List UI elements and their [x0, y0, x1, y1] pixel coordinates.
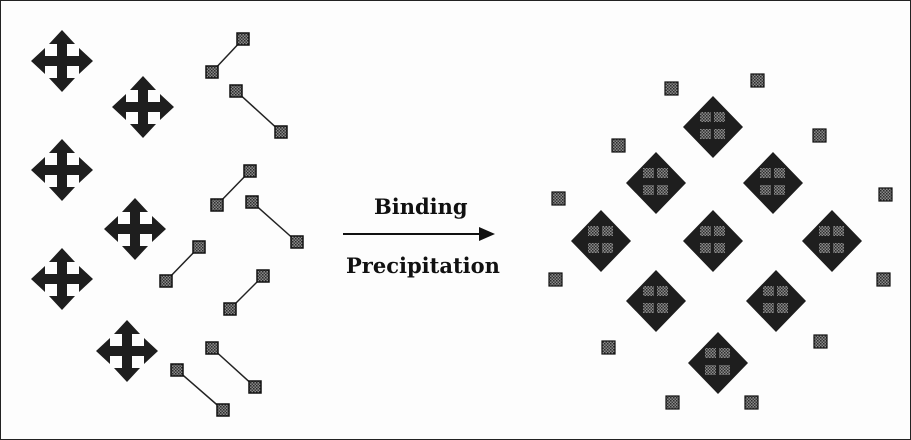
dumbbell-linker-icon	[170, 363, 230, 417]
antibody-group	[159, 32, 304, 417]
four-way-arrow-icon	[31, 248, 93, 310]
diamond-node-icon	[746, 270, 806, 332]
diamond-node-icon	[683, 96, 743, 158]
dumbbell-linker-icon	[210, 164, 257, 212]
diamond-node-icon	[743, 152, 803, 214]
four-way-arrow-icon	[31, 30, 93, 92]
diamond-node-icon	[683, 210, 743, 272]
four-way-arrow-icon	[112, 76, 174, 138]
dumbbell-linker-icon	[205, 341, 262, 394]
immune-complex	[548, 73, 893, 410]
dumbbell-linker-icon	[245, 195, 304, 249]
arrow-label-precipitation: Precipitation	[346, 253, 500, 278]
dumbbell-linker-icon	[159, 240, 206, 288]
dumbbell-linker-icon	[229, 84, 288, 139]
dumbbell-linker-icon	[205, 32, 250, 79]
reaction-arrow	[343, 227, 495, 241]
four-way-arrow-icon	[31, 139, 93, 201]
four-way-arrow-icon	[104, 198, 166, 260]
arrow-label-binding: Binding	[374, 194, 468, 219]
diamond-node-icon	[626, 152, 686, 214]
dumbbell-linker-icon	[223, 269, 270, 316]
diamond-node-icon	[802, 210, 862, 272]
four-way-arrow-icon	[96, 320, 158, 382]
diamond-node-icon	[626, 270, 686, 332]
diamond-node-icon	[688, 332, 748, 394]
diamond-node-icon	[571, 210, 631, 272]
antigen-group	[31, 30, 174, 382]
